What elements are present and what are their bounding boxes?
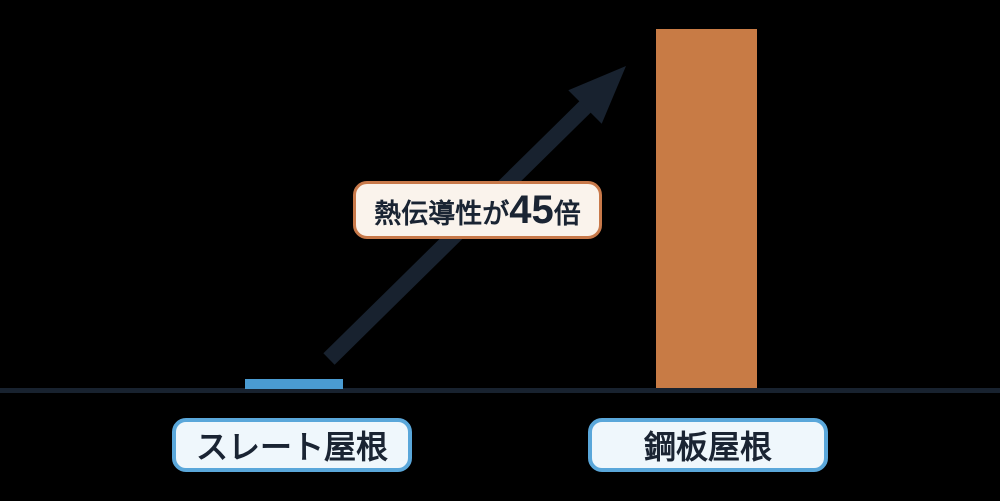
annotation-prefix: 熱伝導性が xyxy=(374,199,510,229)
annotation-number: 45 xyxy=(509,188,554,232)
bar-slate-roof xyxy=(245,379,343,389)
annotation-box: 熱伝導性が 45 倍 xyxy=(353,181,602,239)
category-label-steel-roof: 鋼板屋根 xyxy=(588,418,828,472)
x-axis-line xyxy=(0,388,1000,393)
category-label-slate-roof: スレート屋根 xyxy=(172,418,412,472)
bar-steel-roof xyxy=(656,29,757,388)
arrow-head-icon xyxy=(568,66,626,124)
annotation-suffix: 倍 xyxy=(553,199,581,229)
